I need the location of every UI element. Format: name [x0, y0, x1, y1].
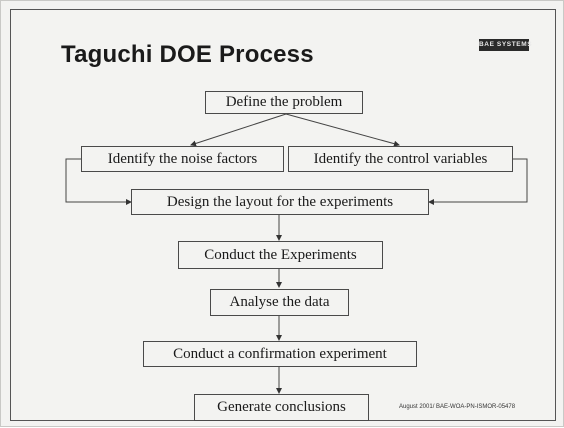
bae-systems-logo: BAE SYSTEMS: [479, 39, 532, 51]
arrow-define-to-noise: [190, 113, 287, 147]
arrow-noise-to-design: [65, 158, 132, 205]
step-confirmation-experiment: Conduct a confirmation experiment: [143, 341, 417, 367]
step-identify-control-variables: Identify the control variables: [288, 146, 513, 172]
step-design-layout: Design the layout for the experiments: [131, 189, 429, 215]
arrow-define-to-control: [285, 113, 400, 147]
step-analyse-data: Analyse the data: [210, 289, 349, 316]
step-define-problem: Define the problem: [205, 91, 363, 114]
slide-footer: August 2001/ BAE-WOA-PN-ISMOR-05478: [399, 404, 516, 410]
arrow-control-to-design: [428, 158, 528, 205]
step-generate-conclusions: Generate conclusions: [194, 394, 369, 421]
slide-title: Taguchi DOE Process: [61, 41, 314, 68]
step-identify-noise-factors: Identify the noise factors: [81, 146, 284, 172]
step-conduct-experiments: Conduct the Experiments: [178, 241, 383, 269]
